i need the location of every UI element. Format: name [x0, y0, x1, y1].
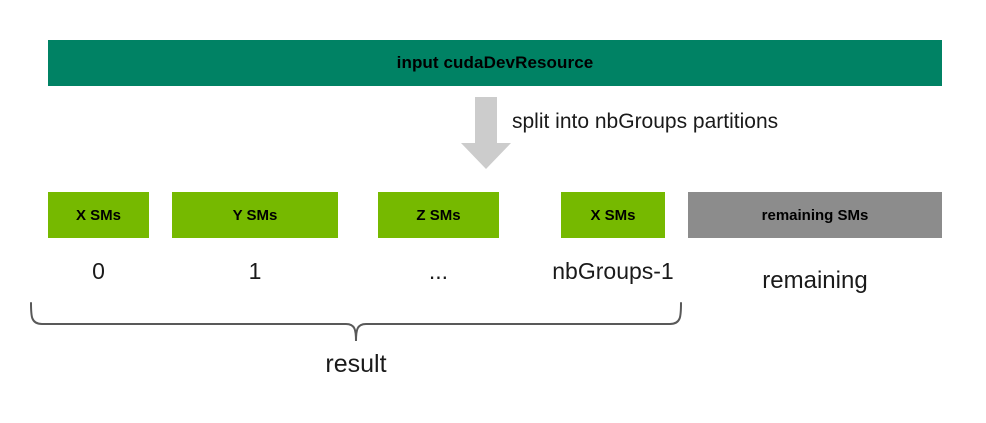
partition-box-1: Y SMs [172, 192, 338, 238]
remaining-sms-box: remaining SMs [688, 192, 942, 238]
remaining-index-label: remaining [762, 267, 868, 294]
partition-box-2: Z SMs [378, 192, 499, 238]
input-resource-label: input cudaDevResource [396, 53, 594, 72]
partition-box-2-label: Z SMs [416, 206, 461, 224]
input-resource-bar: input cudaDevResource [48, 40, 942, 86]
result-label: result [325, 350, 387, 378]
partition-box-0: X SMs [48, 192, 149, 238]
partition-box-0-label: X SMs [75, 206, 121, 224]
partition-index-0: 0 [92, 258, 105, 284]
down-arrow-icon [461, 97, 511, 169]
partition-index-1: 1 [248, 258, 262, 284]
partition-index-ellipsis: ... [428, 258, 449, 284]
partition-box-1-label: Y SMs [232, 206, 278, 224]
partition-box-3-label: X SMs [590, 206, 636, 224]
partition-box-3: X SMs [561, 192, 665, 238]
partition-index-last: nbGroups-1 [552, 258, 674, 284]
split-description-label: split into nbGroups partitions [512, 110, 779, 133]
curly-brace-down-icon [24, 302, 688, 342]
remaining-sms-box-label: remaining SMs [761, 206, 869, 224]
